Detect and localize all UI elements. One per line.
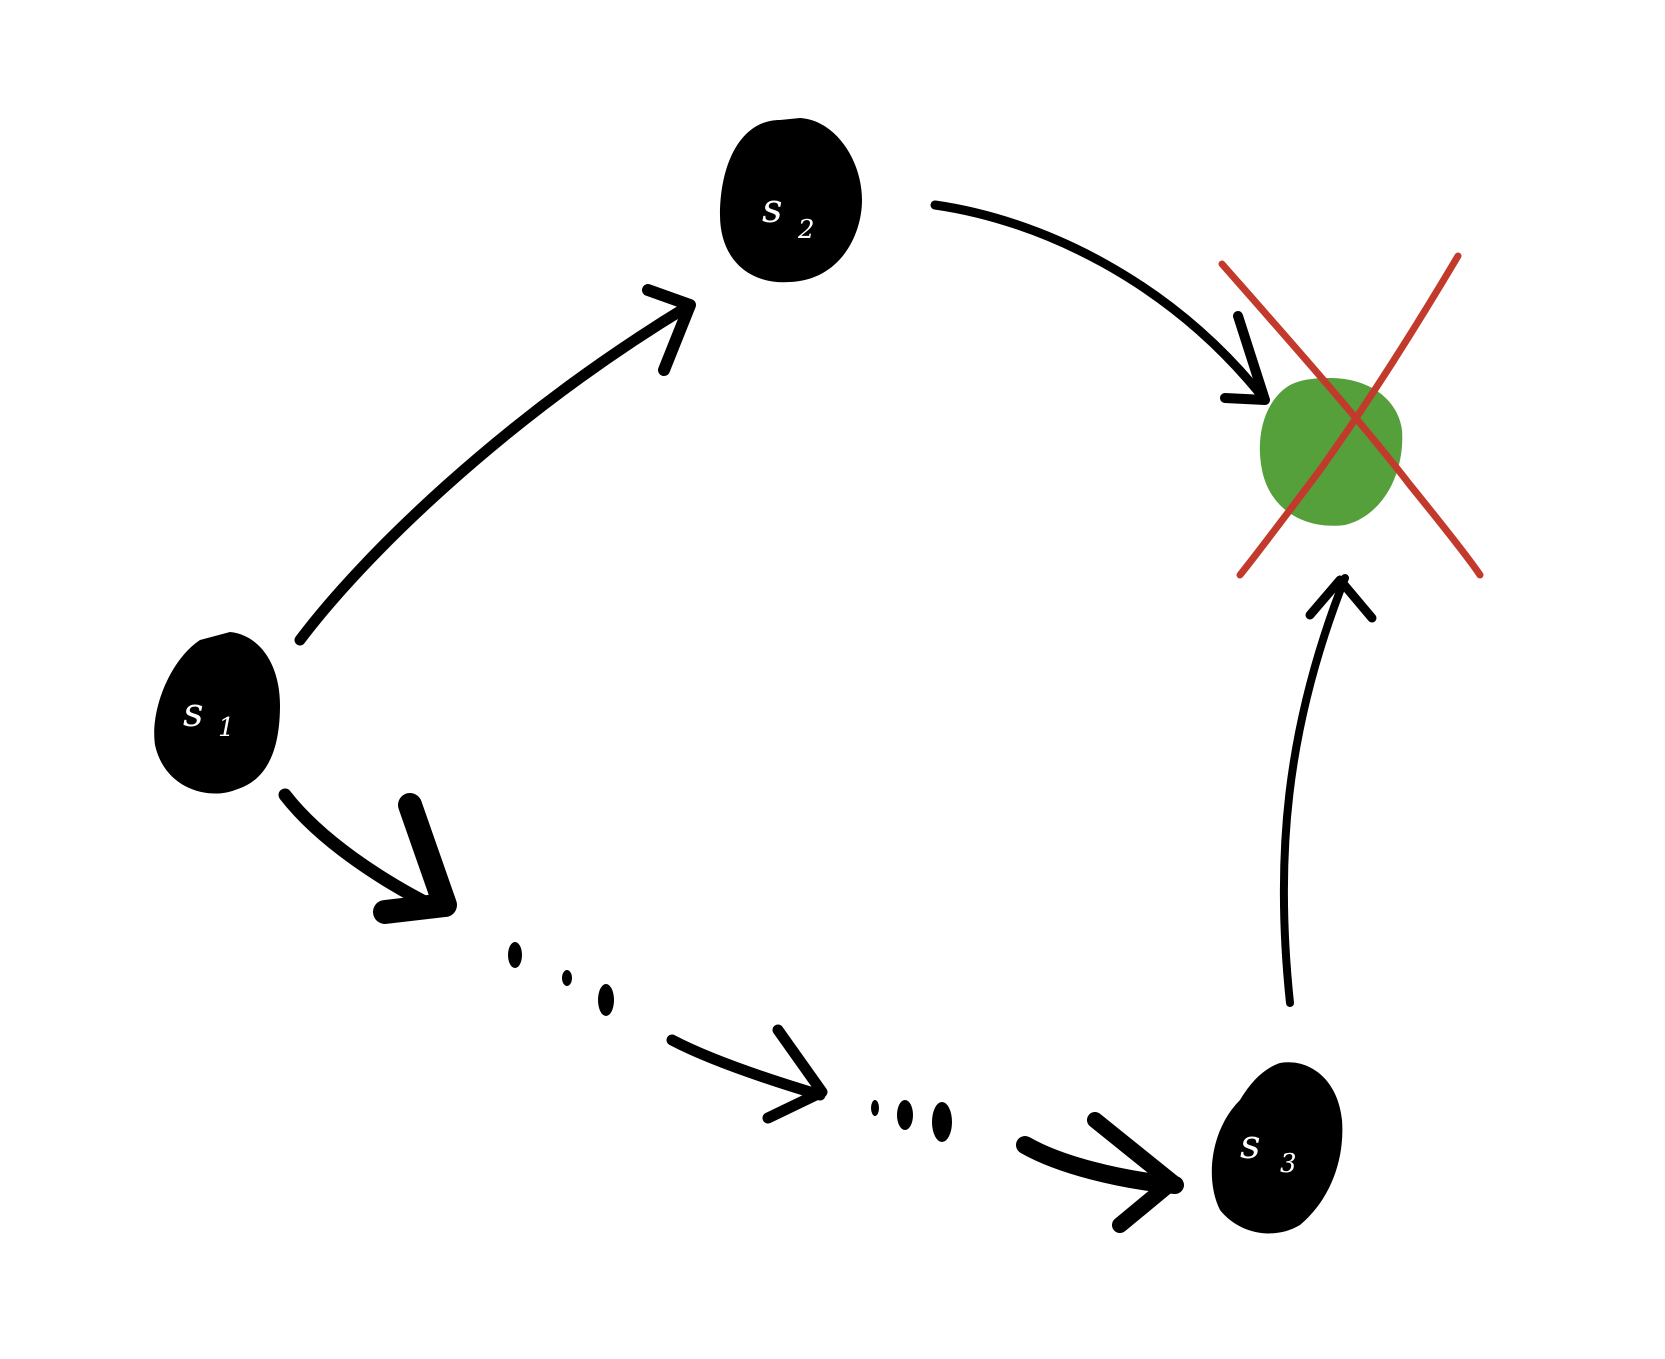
edge-s2-to-goal xyxy=(930,200,1270,405)
node-s3: s 3 xyxy=(1211,1062,1343,1234)
node-s1-label: s xyxy=(183,690,204,736)
node-s3-label: s xyxy=(1240,1122,1261,1168)
node-s3-subscript: 3 xyxy=(1280,1149,1297,1179)
edge-s3-to-goal xyxy=(1279,574,1377,1007)
node-s1: s 1 xyxy=(154,632,280,794)
node-s1-subscript: 1 xyxy=(218,713,235,743)
node-s2: s 2 xyxy=(720,118,862,283)
node-s2-subscript: 2 xyxy=(797,215,815,245)
ellipsis-1 xyxy=(508,942,614,1016)
edge-s1-to-ellipsis xyxy=(278,788,457,924)
cross-mark-icon xyxy=(1218,252,1484,579)
edge-s1-to-s2 xyxy=(294,284,696,646)
ellipsis-2 xyxy=(871,1100,952,1142)
node-s2-label: s xyxy=(762,186,783,232)
edge-ellipsis-to-s3 xyxy=(1016,1112,1184,1233)
edge-middle-segment xyxy=(666,1024,828,1124)
